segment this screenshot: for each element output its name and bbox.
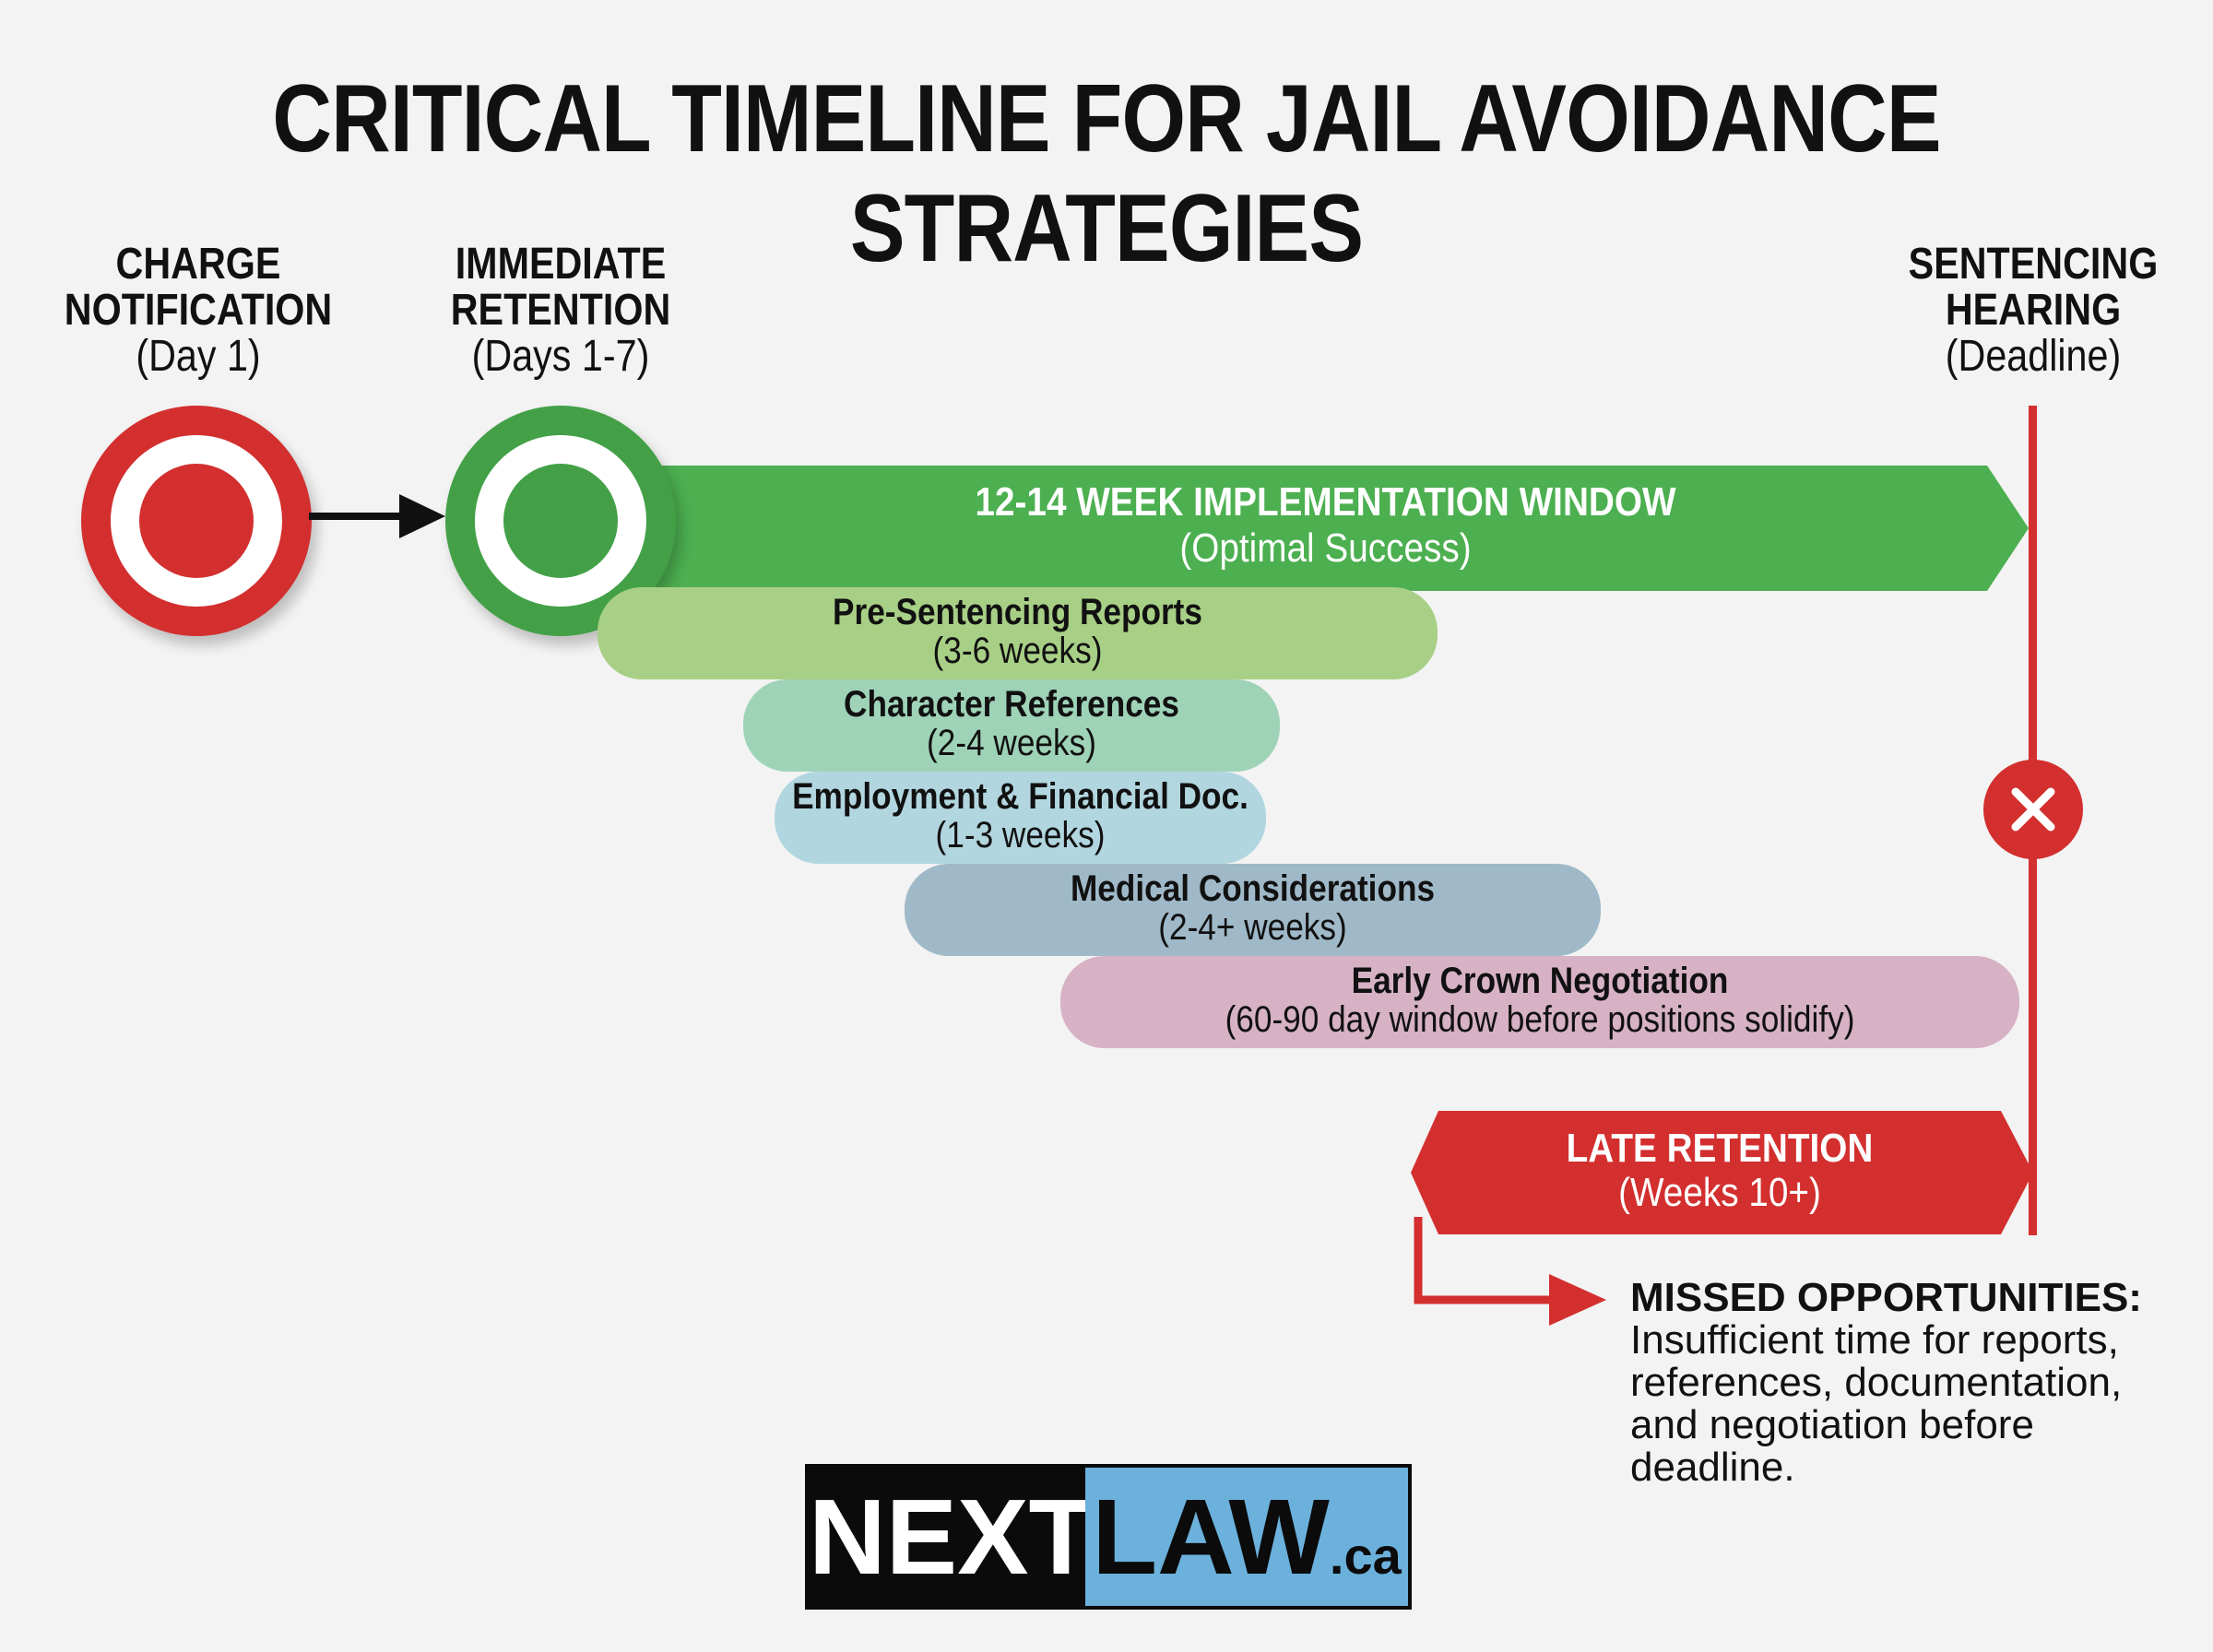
task-sub: (2-4+ weeks) (1158, 907, 1347, 948)
missed-x-icon (1983, 760, 2083, 859)
task-sub: (1-3 weeks) (935, 815, 1106, 856)
milestone-sub: (Day 1) (136, 332, 261, 381)
milestone-immediate-retention-label: IMMEDIATE RETENTION (Days 1-7) (399, 242, 722, 380)
window-sub: (Optimal Success) (1179, 525, 1472, 571)
missed-line: references, documentation, (1630, 1360, 2123, 1405)
task-title: Employment & Financial Doc. (792, 776, 1249, 817)
missed-opportunities-text: MISSED OPPORTUNITIES: Insufficient time … (1630, 1277, 2183, 1489)
milestone-line1: SENTENCING (1908, 240, 2159, 289)
task-label-employment-financial: Employment & Financial Doc. (1-3 weeks) (756, 777, 1284, 855)
milestone-sentencing-hearing-label: SENTENCING HEARING (Deadline) (1872, 242, 2195, 380)
milestone-sub: (Days 1-7) (471, 332, 650, 381)
milestone-charge-notification-label: CHARGE NOTIFICATION (Day 1) (37, 242, 360, 380)
late-title: LATE RETENTION (1566, 1126, 1874, 1171)
task-title: Pre-Sentencing Reports (833, 592, 1202, 632)
right-arrow-icon (309, 494, 445, 538)
page-title: CRITICAL TIMELINE FOR JAIL AVOIDANCE STR… (272, 65, 1941, 282)
task-bar-pre-sentencing (598, 587, 1438, 679)
task-label-crown-negotiation: Early Crown Negotiation (60-90 day windo… (1060, 962, 2019, 1039)
late-retention-arrow (1411, 1111, 2033, 1234)
task-sub: (2-4 weeks) (927, 723, 1096, 763)
task-label-medical: Medical Considerations (2-4+ weeks) (905, 869, 1601, 947)
immediate-retention-target-icon (445, 406, 676, 636)
task-title: Character References (844, 684, 1179, 725)
implementation-window-arrow (590, 466, 2029, 591)
missed-line: and negotiation before (1630, 1402, 2034, 1447)
task-label-character-references: Character References (2-4 weeks) (743, 685, 1280, 762)
missed-connector-arrow (1414, 1217, 1606, 1326)
task-bar-character-references (743, 679, 1280, 772)
task-title: Early Crown Negotiation (1351, 961, 1729, 1001)
missed-line: deadline. (1630, 1445, 1795, 1490)
logo-suffix-text: .ca (1329, 1527, 1402, 1585)
missed-heading: MISSED OPPORTUNITIES: (1630, 1275, 2142, 1320)
milestone-line1: IMMEDIATE (455, 240, 667, 289)
late-sub: (Weeks 10+) (1618, 1170, 1821, 1215)
milestone-line1: CHARGE (115, 240, 281, 289)
task-label-pre-sentencing: Pre-Sentencing Reports (3-6 weeks) (598, 593, 1438, 670)
task-bar-crown-negotiation (1060, 956, 2019, 1048)
logo-law-panel: LAW.ca (1085, 1468, 1408, 1606)
task-title: Medical Considerations (1070, 868, 1436, 909)
logo-law-text: LAW (1092, 1477, 1330, 1597)
implementation-window-label: 12-14 WEEK IMPLEMENTATION WINDOW (Optima… (830, 479, 1821, 572)
milestone-line2: HEARING (1945, 286, 2122, 335)
logo-next-text: NEXT (809, 1468, 1094, 1606)
missed-line: Insufficient time for reports, (1630, 1317, 2119, 1363)
milestone-line2: NOTIFICATION (64, 286, 333, 335)
nextlaw-logo: NEXT LAW.ca (805, 1464, 1412, 1610)
task-bar-medical (905, 864, 1601, 956)
window-title: 12-14 WEEK IMPLEMENTATION WINDOW (975, 479, 1676, 525)
charge-notification-target-icon (81, 406, 312, 636)
late-retention-label: LATE RETENTION (Weeks 10+) (1438, 1127, 2001, 1215)
task-sub: (3-6 weeks) (932, 631, 1103, 671)
milestone-line2: RETENTION (450, 286, 671, 335)
task-sub: (60-90 day window before positions solid… (1225, 999, 1855, 1040)
task-bar-employment-financial (775, 772, 1266, 864)
milestone-sub: (Deadline) (1945, 332, 2122, 381)
